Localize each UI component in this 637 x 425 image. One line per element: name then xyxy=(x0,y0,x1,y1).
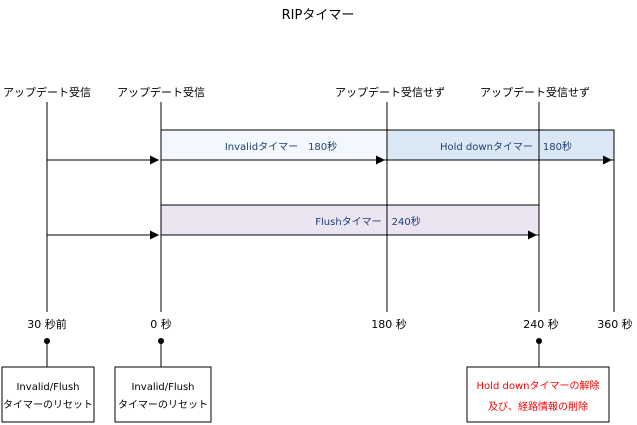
diagram-title: RIPタイマー xyxy=(282,8,355,23)
invalid-timer-label: Invalidタイマー 180秒 xyxy=(225,140,337,153)
reset-note-2-line1: Invalid/Flush xyxy=(131,382,194,393)
tick-label-360: 360 秒 xyxy=(597,317,633,331)
release-note-box xyxy=(466,366,610,423)
holddown-timer-box xyxy=(386,129,615,161)
event-label-3: アップデート受信せず xyxy=(335,85,445,99)
tick-label-240: 240 秒 xyxy=(523,317,559,331)
reset-note-box-2 xyxy=(114,366,212,423)
flush-timer-box xyxy=(160,204,540,236)
event-label-2: アップデート受信 xyxy=(117,85,205,99)
reset-note-1-line1: Invalid/Flush xyxy=(16,382,79,393)
event-label-4: アップデート受信せず xyxy=(480,85,590,99)
reset-note-1-line2: タイマーのリセット xyxy=(3,399,93,411)
tick-label-0: 0 秒 xyxy=(150,317,172,331)
reset-note-2-line2: タイマーのリセット xyxy=(118,399,208,411)
event-label-1: アップデート受信 xyxy=(3,85,91,99)
tick-label-180: 180 秒 xyxy=(371,317,407,331)
reset-note-box-1 xyxy=(1,366,95,423)
holddown-timer-label: Hold downタイマー 180秒 xyxy=(440,140,572,153)
tick-label-minus30: 30 秒前 xyxy=(27,317,67,331)
flush-timer-label: Flushタイマー 240秒 xyxy=(315,215,421,228)
release-note-line1: Hold downタイマーの解除 xyxy=(477,379,600,392)
invalid-timer-box xyxy=(160,129,388,161)
release-note-line2: 及び、経路情報の削除 xyxy=(488,400,588,413)
